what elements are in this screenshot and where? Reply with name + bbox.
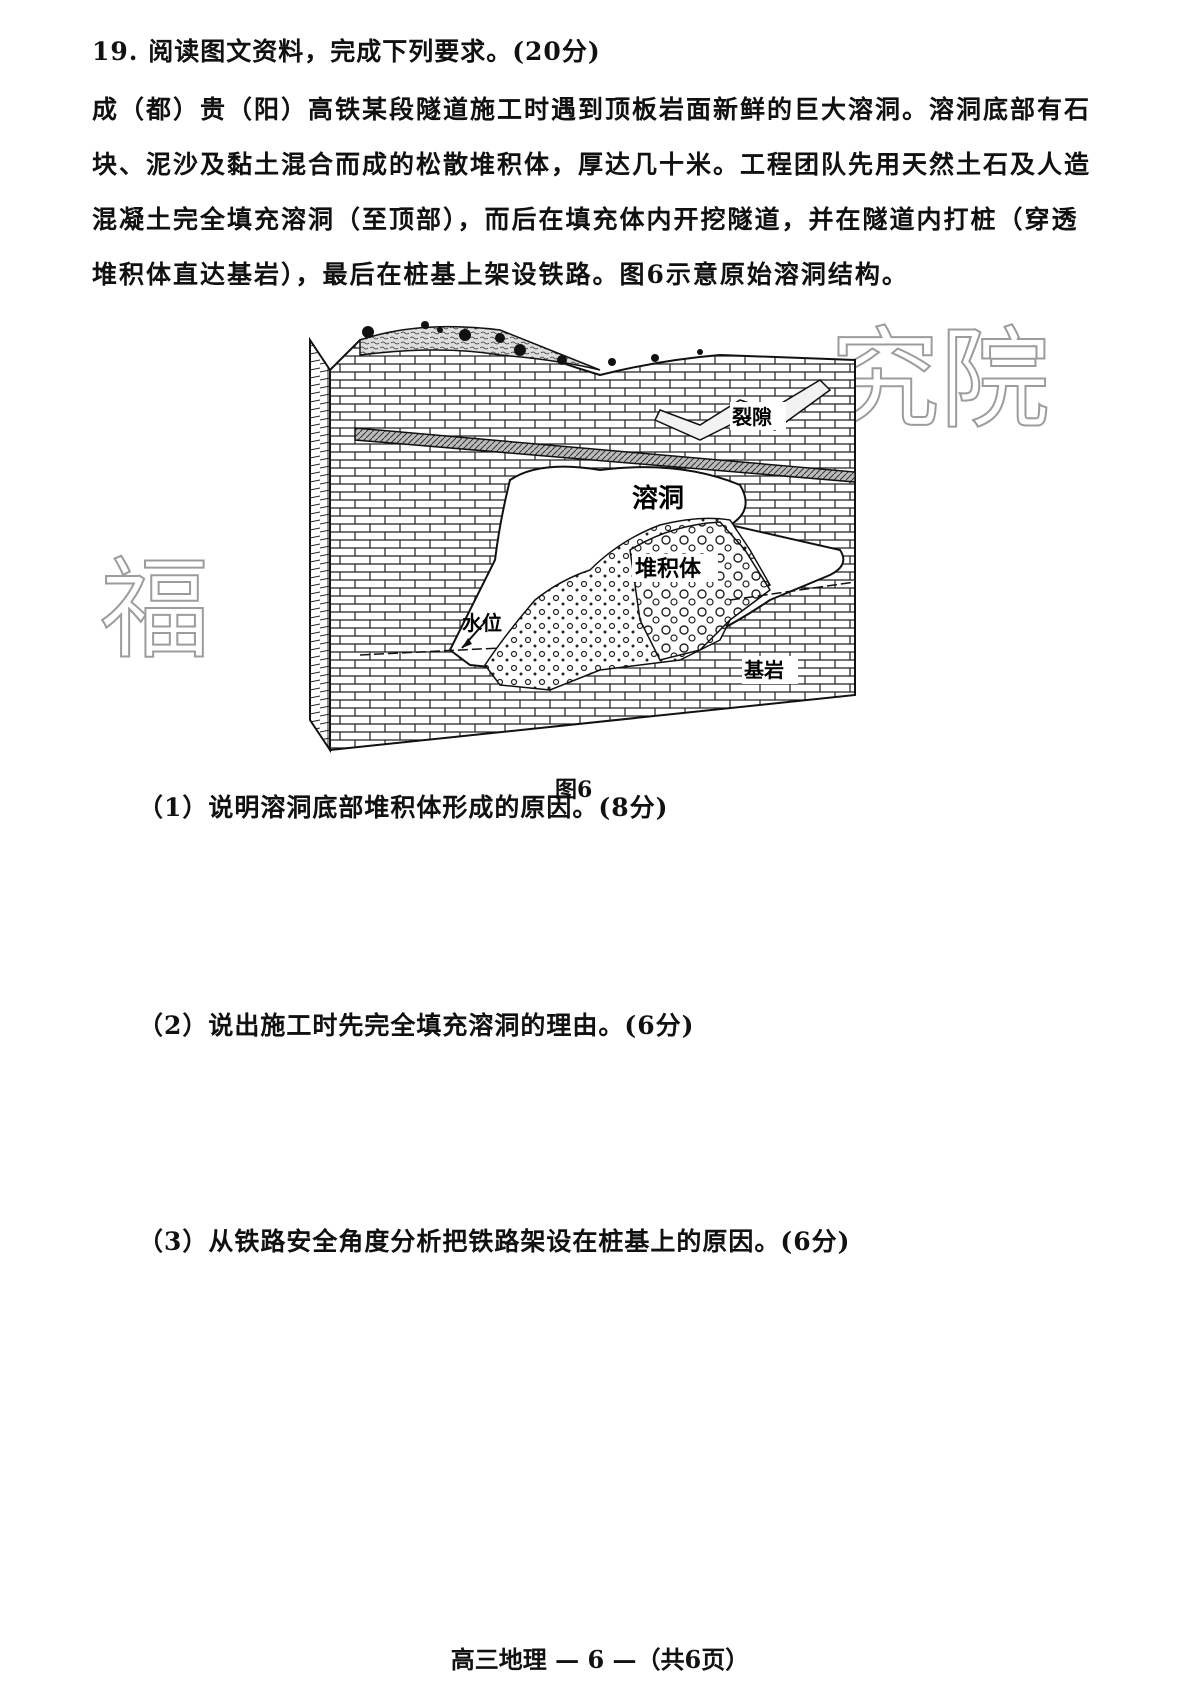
topsoil-layer <box>359 325 601 371</box>
water-level-line-right <box>729 581 856 601</box>
label-deposit: 堆积体 <box>635 557 702 582</box>
cave-diagram: 裂隙 溶洞 堆积体 水位 基岩 <box>300 300 880 770</box>
page-footer: 高三地理 — 6 —（共6页） <box>450 1645 750 1674</box>
label-cave: 溶洞 <box>632 483 684 514</box>
tunnel-band <box>354 427 856 483</box>
question-paragraph: 成（都）贵（阳）高铁某段隧道施工时遇到顶板岩面新鲜的巨大溶洞。溶洞底部有石块、泥… <box>92 82 1102 302</box>
cave-diagram-svg: 裂隙 溶洞 堆积体 水位 基岩 <box>309 321 856 754</box>
vegetation <box>362 321 703 366</box>
sub-question-2: （2）说出施工时先完全填充溶洞的理由。(6分) <box>138 1011 695 1040</box>
sub-question-1: （1）说明溶洞底部堆积体形成的原因。(8分) <box>138 793 669 822</box>
question-title: 19. 阅读图文资料，完成下列要求。(20分) <box>92 37 601 66</box>
watermark-left: 福 <box>99 545 211 675</box>
figure-caption: 图6 <box>555 777 593 803</box>
label-water-level: 水位 <box>462 611 502 635</box>
block-side-face <box>309 336 331 754</box>
sub-question-3: （3）从铁路安全角度分析把铁路架设在桩基上的原因。(6分) <box>138 1227 851 1256</box>
label-bedrock: 基岩 <box>744 658 784 682</box>
label-crack: 裂隙 <box>732 405 772 429</box>
watermark-right: 究院 <box>829 315 1051 445</box>
question-paragraph-text: 成（都）贵（阳）高铁某段隧道施工时遇到顶板岩面新鲜的巨大溶洞。溶洞底部有石块、泥… <box>92 95 1092 289</box>
water-level-line <box>359 647 501 656</box>
